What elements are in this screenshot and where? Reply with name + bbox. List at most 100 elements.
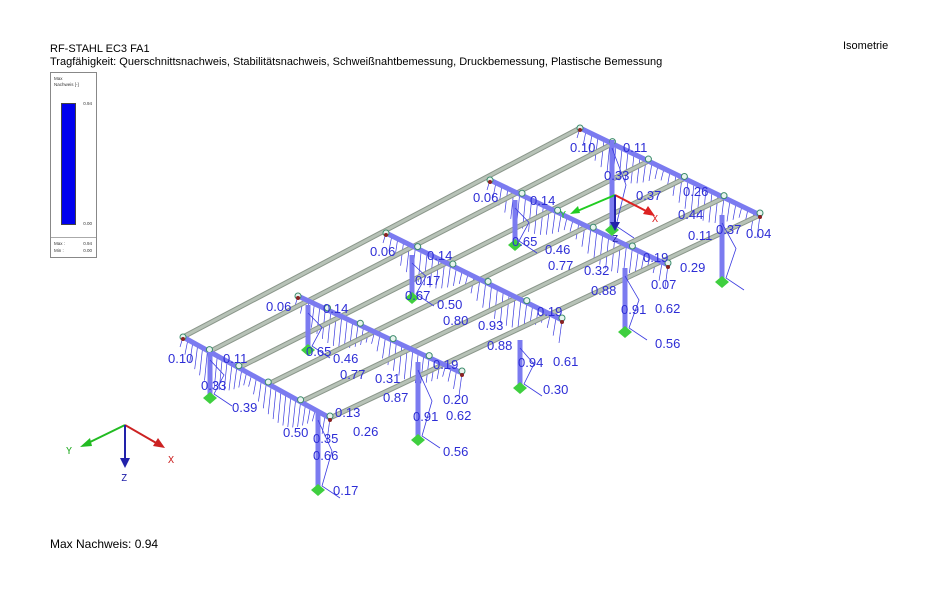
check-ratio-label: 0.56 <box>443 444 468 459</box>
legend-min-value: 0.00 <box>83 248 92 253</box>
column-result-diagram <box>307 312 331 359</box>
legend-title: Max <box>54 76 63 81</box>
result-diagram-hatch <box>277 390 282 423</box>
check-ratio-label: 0.17 <box>333 483 358 498</box>
hinge-node <box>720 192 728 200</box>
check-ratio-label: 0.80 <box>443 313 468 328</box>
result-diagram-hatch <box>640 253 645 271</box>
check-ratio-label: 0.94 <box>518 355 543 370</box>
check-ratio-label: 0.06 <box>473 190 498 205</box>
result-diagram-hatch <box>253 377 257 395</box>
check-ratio-label: 0.06 <box>370 244 395 259</box>
legend-max-label: Max : <box>54 241 66 246</box>
legend-scale-min: 0.00 <box>83 221 92 226</box>
axis-z-label: Z <box>121 473 127 484</box>
hinge-node <box>523 297 531 305</box>
check-ratio-label: 0.77 <box>548 258 573 273</box>
check-ratio-label: 0.65 <box>306 344 331 359</box>
check-ratio-label: 0.37 <box>716 222 741 237</box>
hinge-node <box>449 260 457 268</box>
check-ratio-label: 0.30 <box>543 382 568 397</box>
check-ratio-label: 0.13 <box>335 405 360 420</box>
column-result-diagram <box>209 359 233 407</box>
model-axis-y-label: Y <box>560 210 566 221</box>
result-diagram-hatch <box>658 262 663 281</box>
hinge-node <box>518 189 526 197</box>
result-diagram-hatch <box>376 334 381 352</box>
result-diagram-hatch <box>307 407 311 424</box>
result-diagram-hatch <box>398 344 403 376</box>
check-ratio-label: 0.50 <box>283 425 308 440</box>
model-axis-x-label: X <box>652 214 658 225</box>
support-icon <box>203 392 217 404</box>
result-diagram-hatch <box>708 191 713 223</box>
result-diagram-hatch <box>189 342 194 363</box>
column-result-diagram <box>519 347 543 397</box>
purlin <box>328 213 762 420</box>
hinge-node <box>389 335 397 343</box>
result-diagram-hatch <box>262 382 267 409</box>
node-end <box>578 128 582 132</box>
support-icon <box>715 276 729 288</box>
hinge-node <box>356 319 364 327</box>
check-ratio-label: 0.35 <box>313 431 338 446</box>
result-diagram-hatch <box>453 267 457 286</box>
result-diagram-hatch <box>629 247 633 274</box>
column-result-diagram <box>417 369 441 449</box>
result-diagram-hatch <box>382 337 386 359</box>
node-end <box>488 180 492 184</box>
node-end <box>460 373 464 377</box>
model-axes-icon: Y X Z <box>560 194 658 245</box>
result-diagram-hatch <box>594 136 599 161</box>
result-diagram-hatch <box>634 250 639 272</box>
max-nachweis-summary: Max Nachweis: 0.94 <box>50 537 159 551</box>
color-legend: Max Nachweis [-] 0.94 0.00 Max : Min : 0… <box>50 72 97 258</box>
check-ratio-label: 0.46 <box>545 242 570 257</box>
check-ratio-label: 0.66 <box>313 448 338 463</box>
node-end <box>296 296 300 300</box>
hinge-node <box>644 155 652 163</box>
hinge-node <box>484 277 492 285</box>
result-diagram-hatch <box>557 213 562 233</box>
check-ratio-label: 0.06 <box>266 299 291 314</box>
hinge-node <box>680 172 688 180</box>
result-diagram-hatch <box>409 349 414 382</box>
check-ratio-label: 0.26 <box>683 184 708 199</box>
check-ratio-label: 0.14 <box>427 248 452 263</box>
node-end <box>560 320 564 324</box>
check-ratio-label: 0.29 <box>680 260 705 275</box>
check-ratio-label: 0.44 <box>678 207 703 222</box>
support-icon <box>311 484 325 496</box>
result-diagram-hatch <box>684 180 689 209</box>
check-ratio-label: 0.33 <box>604 168 629 183</box>
global-axes-icon: Y X Z <box>66 424 174 484</box>
hinge-node <box>628 242 636 250</box>
check-ratio-label: 0.39 <box>232 400 257 415</box>
column-result-diagram <box>411 262 435 307</box>
check-ratio-label: 0.19 <box>433 357 458 372</box>
support-icon <box>513 382 527 394</box>
check-ratio-label: 0.67 <box>405 288 430 303</box>
support-icon <box>405 292 419 304</box>
check-ratio-label: 0.10 <box>570 140 595 155</box>
check-ratio-label: 0.14 <box>530 193 555 208</box>
hinge-node <box>425 352 433 360</box>
support-icon <box>508 239 522 251</box>
check-ratio-label: 0.11 <box>223 351 247 366</box>
check-ratio-label: 0.26 <box>353 424 378 439</box>
check-ratio-label: 0.19 <box>537 304 562 319</box>
column-result-diagram <box>624 275 648 341</box>
result-diagram-hatch <box>258 380 262 402</box>
result-diagram-hatch <box>447 264 451 288</box>
result-diagram-hatch <box>600 139 605 168</box>
result-diagram-hatch <box>732 203 737 220</box>
check-ratio-label: 0.62 <box>655 301 680 316</box>
result-diagram-hatch <box>204 350 208 381</box>
check-ratio-label: 0.19 <box>643 250 668 265</box>
result-diagram-hatch <box>233 366 238 390</box>
check-ratio-label: 0.33 <box>201 378 226 393</box>
result-diagram-hatch <box>540 205 544 235</box>
node-end <box>181 337 185 341</box>
check-ratio-label: 0.93 <box>478 318 503 333</box>
